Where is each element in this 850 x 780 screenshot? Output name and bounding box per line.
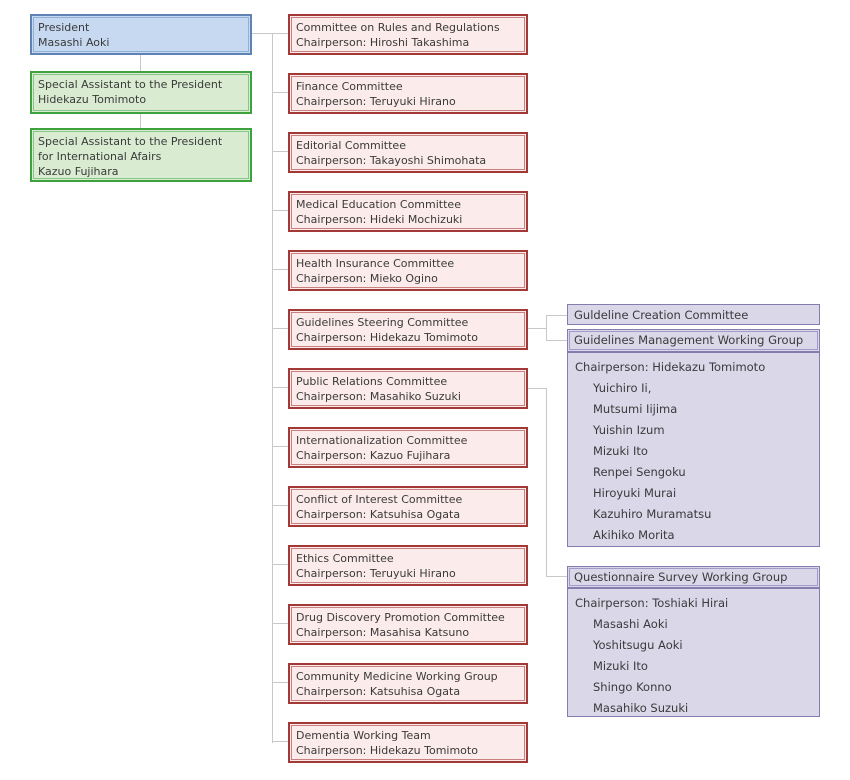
connector-publicrelations-out	[528, 388, 547, 389]
committee-title: Drug Discovery Promotion Committee	[296, 611, 505, 624]
committee-box: Health Insurance Committee Chairperson: …	[272, 250, 528, 291]
connector-questionnaire-vertical	[546, 388, 547, 577]
committee-box: Internationalization Committee Chairpers…	[272, 427, 528, 468]
committee-box: Drug Discovery Promotion Committee Chair…	[272, 604, 528, 645]
special-assistant-box: Special Assistant to the President Hidek…	[30, 71, 252, 114]
guidelines-management-group-header: Guidelines Management Working Group	[567, 329, 820, 352]
committee-box: Finance Committee Chairperson: Teruyuki …	[272, 73, 528, 114]
committee-chairperson: Chairperson: Hiroshi Takashima	[296, 36, 470, 49]
committee-box: Committee on Rules and Regulations Chair…	[252, 14, 528, 55]
committee-chairperson: Chairperson: Masahisa Katsuno	[296, 626, 470, 639]
committee-box: Dementia Working Team Chairperson: Hidek…	[272, 722, 528, 763]
member-name: Mizuki Ito	[593, 659, 648, 673]
committee-box: Guidelines Steering Committee Chairperso…	[272, 309, 528, 350]
committee-box: Community Medicine Working Group Chairpe…	[272, 663, 528, 704]
guideline-creation-committee-title: Guldeline Creation Committee	[574, 308, 749, 322]
member-name: Masahiko Suzuki	[593, 701, 689, 715]
member-name: Hiroyuki Murai	[593, 486, 677, 500]
committee-chairperson: Chairperson: Katsuhisa Ogata	[296, 685, 461, 698]
committee-chairperson: Chairperson: Mieko Ogino	[296, 272, 438, 285]
member-name: Renpei Sengoku	[593, 465, 686, 479]
questionnaire-chairperson: Chairperson: Toshiaki Hirai	[575, 596, 729, 610]
questionnaire-group-title: Questionnaire Survey Working Group	[574, 570, 788, 584]
special-assistant-international-title-line2: for International Afairs	[38, 150, 162, 163]
member-name: Masashi Aoki	[593, 617, 668, 631]
committee-title: Health Insurance Committee	[296, 257, 455, 270]
special-assistant-name: Hidekazu Tomimoto	[38, 93, 147, 106]
guidelines-management-group-title: Guidelines Management Working Group	[574, 333, 804, 347]
questionnaire-group-members-box: Chairperson: Toshiaki Hirai Masashi Aoki…	[567, 588, 820, 717]
president-box: President Masashi Aoki	[30, 14, 252, 55]
guidelines-management-chairperson: Chairperson: Hidekazu Tomimoto	[575, 360, 766, 374]
connector-guideline-vertical	[546, 315, 547, 341]
committee-chairperson: Chairperson: Hidekazu Tomimoto	[296, 331, 478, 344]
member-name: Mutsumi Iijima	[593, 402, 678, 416]
committee-box: Editorial Committee Chairperson: Takayos…	[272, 132, 528, 173]
member-name: Yuichiro Ii,	[593, 381, 652, 395]
member-name: Shingo Konno	[593, 680, 672, 694]
guidelines-management-group-members-box: Chairperson: Hidekazu Tomimoto Yuichiro …	[567, 352, 820, 547]
connector-management-stub	[546, 340, 567, 341]
committee-chairperson: Chairperson: Takayoshi Shimohata	[296, 154, 487, 167]
committee-chairperson: Chairperson: Hideki Mochizuki	[296, 213, 463, 226]
president-title: President	[38, 21, 90, 34]
committee-chairperson: Chairperson: Kazuo Fujihara	[296, 449, 451, 462]
committee-title: Finance Committee	[296, 80, 403, 93]
connector-trunk	[272, 34, 273, 743]
president-name: Masashi Aoki	[38, 36, 110, 49]
member-name: Yoshitsugu Aoki	[593, 638, 683, 652]
connector-questionnaire-stub	[546, 576, 567, 577]
connector-assistant1-assistant2	[140, 114, 141, 128]
committee-chairperson: Chairperson: Teruyuki Hirano	[296, 567, 456, 580]
committee-chairperson: Chairperson: Hidekazu Tomimoto	[296, 744, 478, 757]
special-assistant-international-name: Kazuo Fujihara	[38, 165, 119, 178]
committee-title: Ethics Committee	[296, 552, 394, 565]
member-name: Akihiko Morita	[593, 528, 675, 542]
connector-steering-out	[528, 328, 547, 329]
committee-title: Conflict of Interest Committee	[296, 493, 463, 506]
committee-chairperson: Chairperson: Teruyuki Hirano	[296, 95, 456, 108]
questionnaire-member-list: Masashi Aoki Yoshitsugu Aoki Mizuki Ito …	[575, 614, 812, 719]
member-name: Yuishin Izum	[593, 423, 665, 437]
connector-president-assistant1	[140, 55, 141, 71]
guideline-creation-committee-box: Guldeline Creation Committee	[567, 304, 820, 325]
committee-title: Dementia Working Team	[296, 729, 431, 742]
committee-title: Community Medicine Working Group	[296, 670, 498, 683]
member-name: Mizuki Ito	[593, 444, 648, 458]
guidelines-management-member-list: Yuichiro Ii, Mutsumi Iijima Yuishin Izum…	[575, 378, 812, 546]
committee-box: Medical Education Committee Chairperson:…	[272, 191, 528, 232]
committee-title: Editorial Committee	[296, 139, 406, 152]
special-assistant-international-title-line1: Special Assistant to the President	[38, 135, 223, 148]
special-assistant-international-box: Special Assistant to the President for I…	[30, 128, 252, 182]
committee-box: Public Relations Committee Chairperson: …	[272, 368, 528, 409]
committee-title: Public Relations Committee	[296, 375, 448, 388]
committee-chairperson: Chairperson: Katsuhisa Ogata	[296, 508, 461, 521]
questionnaire-group-header: Questionnaire Survey Working Group	[567, 566, 820, 588]
committee-box: Conflict of Interest Committee Chairpers…	[272, 486, 528, 527]
committee-box: Ethics Committee Chairperson: Teruyuki H…	[272, 545, 528, 586]
special-assistant-title: Special Assistant to the President	[38, 78, 223, 91]
committee-chairperson: Chairperson: Masahiko Suzuki	[296, 390, 461, 403]
committee-title: Medical Education Committee	[296, 198, 461, 211]
connector-creation-stub	[546, 315, 567, 316]
member-name: Kazuhiro Muramatsu	[593, 507, 712, 521]
committee-title: Committee on Rules and Regulations	[296, 21, 500, 34]
committee-title: Internationalization Committee	[296, 434, 468, 447]
committee-title: Guidelines Steering Committee	[296, 316, 469, 329]
